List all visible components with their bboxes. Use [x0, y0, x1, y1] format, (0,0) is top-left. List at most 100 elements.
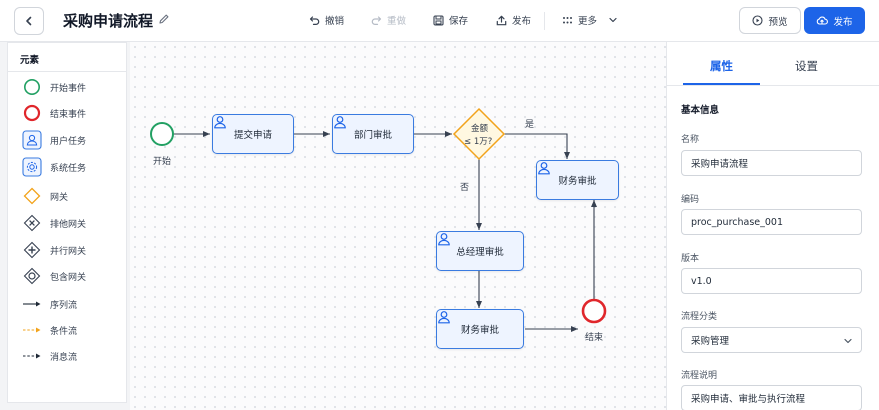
palette-item-parallel-gateway[interactable]: 并行网关 [8, 239, 126, 261]
end-event-icon [22, 103, 42, 123]
version-label: 版本 [681, 254, 700, 264]
palette-item-message-flow[interactable]: 消息流 [8, 345, 126, 367]
toolbar-divider [544, 12, 545, 30]
palette-item-label: 包含网关 [50, 272, 87, 283]
section-title: 基本信息 [681, 105, 720, 116]
palette-item-label: 序列流 [50, 300, 78, 311]
end-event-label: 结束 [585, 333, 604, 343]
user-icon [438, 311, 450, 324]
task-gm-approval[interactable]: 总经理审批 [436, 231, 524, 271]
diagram-canvas[interactable]: 开始 结束 金额 ≤ 1万? 是 否 提交申请 部门审批 财务审批 总经理审批 … [130, 42, 666, 410]
code-label: 编码 [681, 195, 700, 205]
palette-item-gateway[interactable]: 网关 [8, 185, 126, 207]
task-finance-approval-top[interactable]: 财务审批 [536, 160, 619, 200]
gateway-label-line2: ≤ 1万? [464, 137, 493, 147]
palette-item-label: 网关 [50, 192, 69, 203]
preview-label: 预览 [768, 16, 788, 28]
more-label: 更多 [578, 16, 598, 27]
palette-item-end-event[interactable]: 结束事件 [8, 102, 126, 124]
upload-icon [496, 15, 507, 25]
exclusive-gateway-icon [22, 213, 42, 233]
yes-label: 是 [525, 120, 535, 130]
palette-divider [8, 71, 126, 72]
export-label: 发布 [512, 16, 532, 27]
no-label: 否 [460, 183, 470, 193]
palette-title: 元素 [20, 55, 40, 66]
palette-item-label: 开始事件 [50, 83, 87, 94]
gateway-label-line1: 金额 [471, 124, 489, 134]
task-finance-approval-bottom[interactable]: 财务审批 [436, 309, 524, 349]
user-icon [214, 116, 226, 129]
undo-button[interactable]: 撤销 [309, 13, 344, 27]
task-label: 财务审批 [558, 176, 597, 187]
properties-panel: 属性 设置 基本信息 名称 采购申请流程 编码 proc_purchase_00… [666, 42, 879, 410]
palette-item-sequence-flow[interactable]: 序列流 [8, 293, 126, 315]
grid-dots-icon [563, 16, 572, 23]
redo-button[interactable]: 重做 [371, 13, 406, 27]
task-label: 部门审批 [353, 130, 392, 141]
publish-label: 发布 [833, 16, 853, 28]
palette-item-label: 结束事件 [50, 109, 87, 120]
export-button[interactable]: 发布 [496, 13, 531, 27]
sequence-flow-icon [22, 294, 42, 314]
pencil-icon[interactable] [158, 13, 170, 25]
arrow-left-icon [26, 16, 32, 26]
palette-item-label: 系统任务 [50, 163, 87, 174]
more-menu-button[interactable]: 更多 [562, 13, 618, 27]
parallel-gateway-icon [22, 240, 42, 260]
palette-item-inclusive-gateway[interactable]: 包含网关 [8, 265, 126, 287]
start-event[interactable] [150, 122, 174, 146]
top-toolbar: 采购申请流程 撤销 重做 保存 发布 更多 预览 发布 [0, 0, 879, 42]
task-submit-request[interactable]: 提交申请 [212, 114, 294, 154]
user-icon [334, 116, 346, 129]
message-flow-icon [22, 346, 42, 366]
redo-label: 重做 [387, 16, 407, 27]
active-tab-indicator [683, 83, 760, 85]
preview-button[interactable]: 预览 [739, 7, 801, 34]
user-task-icon [22, 130, 42, 150]
diagram-connections [150, 107, 607, 332]
version-input[interactable]: v1.0 [681, 268, 862, 294]
task-label: 总经理审批 [456, 247, 504, 258]
play-circle-icon [752, 15, 764, 26]
palette-item-user-task[interactable]: 用户任务 [8, 129, 126, 151]
start-event-label: 开始 [153, 157, 172, 167]
inclusive-gateway-icon [22, 266, 42, 286]
save-label: 保存 [449, 16, 469, 27]
palette-item-exclusive-gateway[interactable]: 排他网关 [8, 212, 126, 234]
palette-item-start-event[interactable]: 开始事件 [8, 76, 126, 98]
category-label: 流程分类 [681, 312, 718, 322]
palette-item-label: 排他网关 [50, 219, 87, 230]
description-label: 流程说明 [681, 371, 718, 381]
category-select[interactable]: 采购管理 [681, 327, 862, 353]
gateway-icon [22, 186, 42, 206]
back-button[interactable] [14, 7, 44, 35]
redo-icon [371, 15, 382, 25]
system-task-icon [22, 157, 42, 177]
amount-gateway[interactable] [452, 107, 506, 161]
name-input[interactable]: 采购申请流程 [681, 150, 862, 176]
task-dept-approval[interactable]: 部门审批 [332, 114, 414, 154]
user-icon [538, 162, 550, 175]
tab-settings[interactable]: 设置 [795, 59, 818, 73]
tab-properties[interactable]: 属性 [710, 59, 733, 73]
flow-gateway-yes[interactable] [503, 133, 570, 159]
palette-item-label: 并行网关 [50, 246, 87, 257]
start-event-icon [22, 77, 42, 97]
tabs-divider [667, 85, 879, 86]
description-input[interactable]: 采购申请、审批与执行流程 [681, 385, 862, 410]
element-palette: 元素 开始事件 结束事件 用户任务 系统任务 网关 排他网关 并行网关 包含网关… [7, 42, 127, 403]
palette-item-conditional-flow[interactable]: 条件流 [8, 319, 126, 341]
palette-item-system-task[interactable]: 系统任务 [8, 156, 126, 178]
code-input[interactable]: proc_purchase_001 [681, 209, 862, 235]
conditional-flow-icon [22, 320, 42, 340]
task-label: 财务审批 [460, 325, 499, 336]
undo-icon [309, 15, 320, 25]
save-icon [433, 14, 444, 26]
name-label: 名称 [681, 135, 700, 145]
save-button[interactable]: 保存 [433, 13, 468, 27]
end-event[interactable] [581, 298, 607, 324]
publish-button[interactable]: 发布 [804, 7, 865, 34]
undo-label: 撤销 [325, 16, 345, 27]
cloud-upload-icon [817, 16, 829, 25]
